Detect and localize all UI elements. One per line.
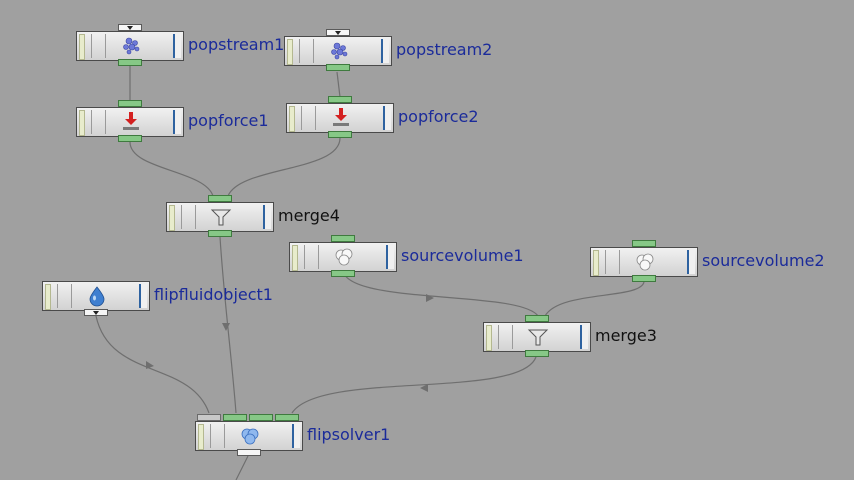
output-port[interactable] [326, 64, 350, 71]
node-label: popstream1 [188, 35, 285, 54]
render-flag[interactable] [386, 245, 394, 269]
node-flipfluidobject1[interactable]: flipfluidobject1 [42, 281, 302, 316]
wire-merge3-flipsolver1 [291, 356, 537, 414]
render-flag[interactable] [263, 205, 271, 229]
node-popforce2[interactable]: popforce2 [286, 96, 526, 138]
render-flag[interactable] [381, 39, 389, 63]
node-popstream2[interactable]: popstream2 [284, 29, 524, 71]
force-down-arrow-icon [333, 108, 349, 126]
wire-flipfluidobject1-flipsolver1 [95, 315, 210, 414]
display-flag[interactable] [198, 424, 204, 450]
render-flag[interactable] [173, 110, 181, 134]
smoke-volume-icon [335, 248, 353, 266]
node-label: sourcevolume1 [401, 246, 524, 265]
output-port[interactable] [331, 270, 355, 277]
node-label: popforce2 [398, 107, 479, 126]
wire-arrow [420, 384, 428, 392]
input-port[interactable] [249, 414, 273, 421]
input-port[interactable] [223, 414, 247, 421]
wire-popforce2-merge4 [227, 137, 341, 197]
wire-popforce1-merge4 [129, 141, 214, 197]
wire-arrow [222, 323, 230, 331]
node-sourcevolume1[interactable]: sourcevolume1 [289, 235, 549, 277]
display-flag[interactable] [45, 284, 51, 310]
node-merge4[interactable]: merge4 [166, 195, 366, 237]
node-flipsolver1[interactable]: flipsolver1 [195, 414, 435, 456]
particle-stream-icon [123, 37, 140, 55]
display-flag[interactable] [593, 250, 599, 276]
node-popstream1[interactable]: popstream1 [76, 24, 316, 66]
output-port[interactable] [525, 350, 549, 357]
wire-sourcevolume1-merge3 [342, 270, 539, 317]
fluid-solver-icon [241, 428, 259, 445]
node-merge3[interactable]: merge3 [483, 315, 683, 357]
force-down-arrow-icon [123, 112, 139, 130]
render-flag[interactable] [292, 424, 300, 448]
wire-arrow [146, 361, 154, 369]
node-sourcevolume2[interactable]: sourcevolume2 [590, 240, 850, 282]
output-port[interactable] [237, 449, 261, 456]
node-label: merge3 [595, 326, 657, 345]
display-flag[interactable] [287, 39, 293, 65]
display-flag[interactable] [292, 245, 298, 271]
input-port[interactable] [326, 29, 350, 36]
node-label: popstream2 [396, 40, 493, 59]
wire-merge4-flipsolver1 [219, 236, 237, 414]
wire-flipsolver1-out [235, 455, 249, 480]
particle-stream-icon [331, 42, 348, 60]
display-flag[interactable] [169, 205, 175, 231]
node-label: merge4 [278, 206, 340, 225]
funnel-icon [527, 329, 549, 346]
render-flag[interactable] [383, 106, 391, 130]
smoke-volume-icon [636, 253, 654, 271]
input-port[interactable] [208, 195, 232, 202]
output-port[interactable] [208, 230, 232, 237]
display-flag[interactable] [289, 106, 295, 132]
node-label: sourcevolume2 [702, 251, 825, 270]
output-port[interactable] [118, 59, 142, 66]
output-port[interactable] [118, 135, 142, 142]
output-port[interactable] [632, 275, 656, 282]
render-flag[interactable] [173, 34, 181, 58]
node-label: flipfluidobject1 [154, 285, 273, 304]
render-flag[interactable] [580, 325, 588, 349]
input-port[interactable] [197, 414, 221, 421]
node-label: flipsolver1 [307, 425, 391, 444]
render-flag[interactable] [687, 250, 695, 274]
input-port[interactable] [328, 96, 352, 103]
display-flag[interactable] [79, 34, 85, 60]
funnel-icon [210, 209, 232, 226]
wire-sourcevolume2-merge3 [544, 281, 645, 317]
water-drop-icon [89, 286, 105, 307]
wire-arrow [426, 294, 434, 302]
display-flag[interactable] [79, 110, 85, 136]
input-port[interactable] [331, 235, 355, 242]
wire-popstream2-popforce2 [336, 71, 341, 98]
input-port[interactable] [632, 240, 656, 247]
input-port[interactable] [525, 315, 549, 322]
node-label: popforce1 [188, 111, 269, 130]
render-flag[interactable] [139, 284, 147, 308]
input-port[interactable] [275, 414, 299, 421]
node-popforce1[interactable]: popforce1 [76, 100, 316, 142]
input-port[interactable] [118, 24, 142, 31]
display-flag[interactable] [486, 325, 492, 351]
input-port[interactable] [118, 100, 142, 107]
output-port[interactable] [84, 309, 108, 316]
output-port[interactable] [328, 131, 352, 138]
